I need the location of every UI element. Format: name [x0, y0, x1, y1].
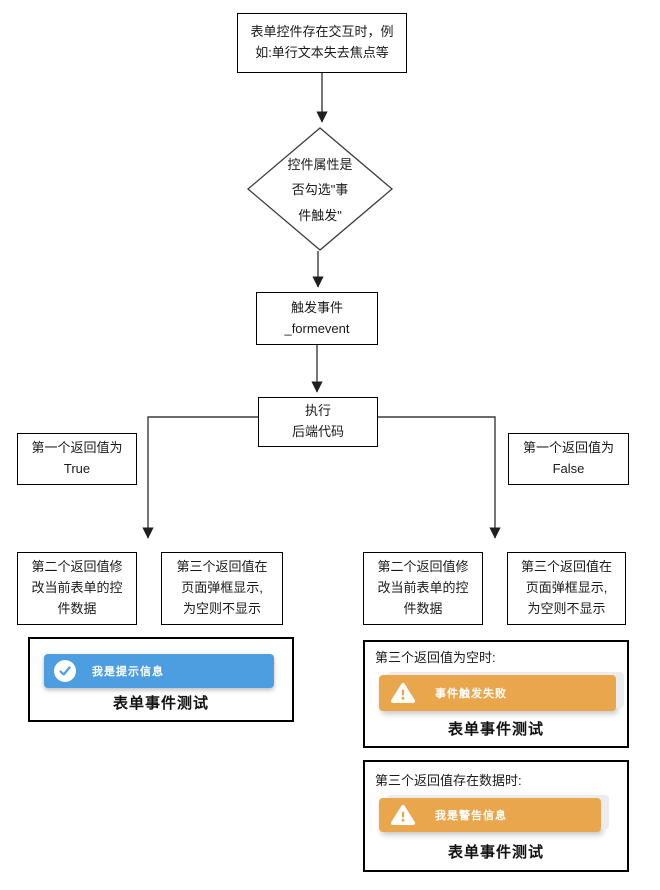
info-toast: 我是提示信息	[44, 654, 274, 688]
node-decision-event-checked: 控件属性是 否勾选"事 件触发"	[258, 150, 382, 230]
node-text: 为空则不显示	[527, 600, 606, 616]
warning-triangle-icon	[391, 804, 415, 826]
node-text: 件触发"	[298, 207, 342, 223]
form-test-title: 表单事件测试	[447, 844, 544, 861]
node-text: 第一个返回值为	[522, 440, 614, 456]
decision-diamond	[246, 127, 394, 251]
toast-message: 我是提示信息	[92, 666, 164, 678]
warning-toast: 事件触发失败	[379, 675, 616, 711]
form-test-title: 表单事件测试	[112, 695, 209, 712]
node-popup-right: 第三个返回值在 页面弹框显示, 为空则不显示	[507, 552, 626, 625]
node-text: 改当前表单的控	[377, 580, 469, 596]
node-text: 控件属性是	[287, 156, 353, 172]
node-return-false: 第一个返回值为 False	[508, 433, 629, 485]
toast-message: 我是警告信息	[435, 810, 507, 822]
node-text: 第三个返回值在	[520, 559, 612, 575]
arrow-branch-false	[378, 416, 501, 539]
case-label: 第三个返回值为空时:	[375, 650, 496, 665]
node-text: False	[552, 461, 585, 476]
node-text: 第三个返回值在	[176, 559, 268, 575]
node-text: 第二个返回值修	[31, 559, 123, 575]
node-text: 改当前表单的控	[31, 580, 123, 596]
toast-message: 事件触发失败	[435, 688, 507, 700]
node-text: 表单控件存在交互时，例	[250, 24, 394, 40]
demo-panel-success: 我是提示信息 表单事件测试	[28, 637, 294, 722]
node-text: 页面弹框显示,	[181, 580, 263, 596]
node-text: 后端代码	[291, 424, 344, 439]
arrow-branch-true	[142, 416, 258, 539]
demo-panel-data-return: 第三个返回值存在数据时: 我是警告信息 表单事件测试	[363, 760, 629, 872]
form-test-title: 表单事件测试	[447, 721, 544, 738]
node-text: _formevent	[284, 320, 350, 336]
node-text: True	[63, 461, 91, 476]
case-label: 第三个返回值存在数据时:	[375, 773, 522, 788]
node-text: 否勾选"事	[291, 182, 349, 198]
node-text: 触发事件	[290, 299, 343, 315]
demo-panel-empty-return: 第三个返回值为空时: 事件触发失败 表单事件测试	[363, 640, 629, 748]
node-text: 第一个返回值为	[31, 440, 123, 456]
node-text: 如:单行文本失去焦点等	[255, 45, 389, 60]
node-text: 执行	[304, 403, 331, 419]
node-exec-backend: 执行 后端代码	[258, 397, 378, 447]
node-text: 件数据	[57, 600, 97, 616]
node-modify-data-left: 第二个返回值修 改当前表单的控 件数据	[17, 552, 137, 625]
node-modify-data-right: 第二个返回值修 改当前表单的控 件数据	[363, 552, 483, 625]
check-circle-icon	[54, 660, 76, 682]
node-form-interaction: 表单控件存在交互时，例 如:单行文本失去焦点等	[237, 13, 407, 73]
node-return-true: 第一个返回值为 True	[17, 433, 137, 485]
node-text: 件数据	[403, 600, 443, 616]
node-text: 页面弹框显示,	[525, 580, 608, 596]
node-trigger-formevent: 触发事件 _formevent	[256, 292, 378, 345]
node-text: 第二个返回值修	[377, 559, 469, 575]
warning-toast: 我是警告信息	[379, 798, 601, 832]
node-popup-left: 第三个返回值在 页面弹框显示, 为空则不显示	[161, 552, 283, 625]
node-text: 为空则不显示	[182, 600, 261, 616]
warning-triangle-icon	[391, 682, 415, 704]
